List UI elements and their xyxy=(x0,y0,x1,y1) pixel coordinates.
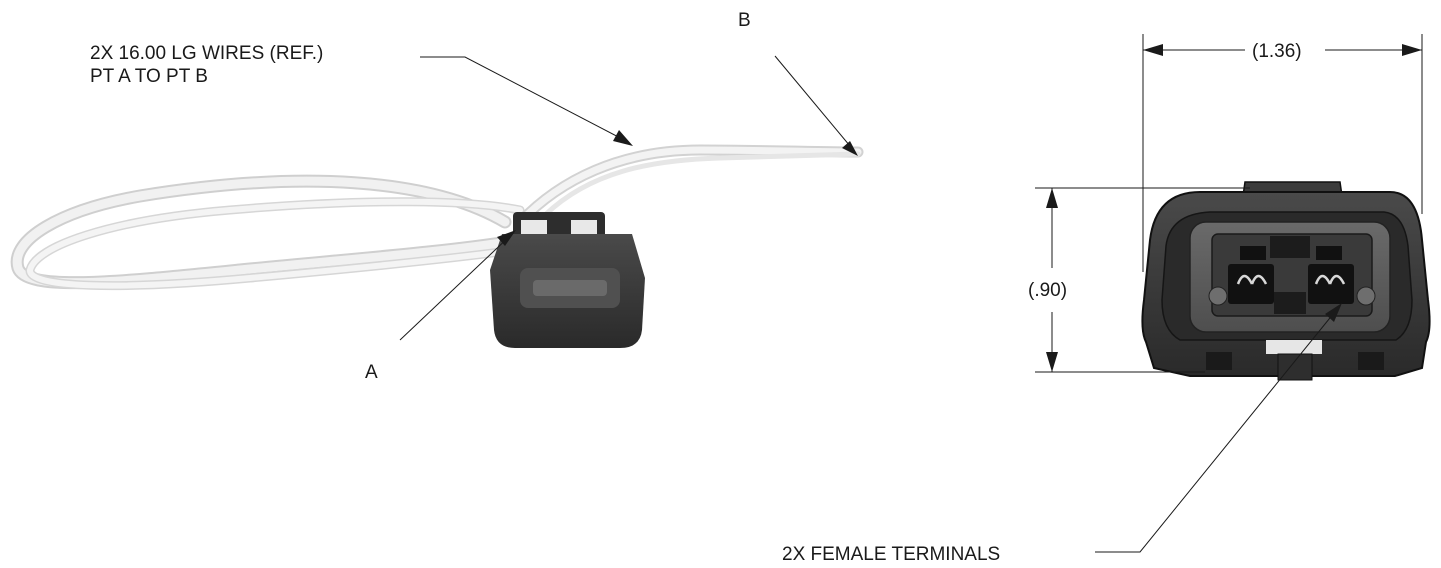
point-b-leader xyxy=(774,55,858,156)
wires-label-line2: PT A TO PT B xyxy=(90,66,208,87)
wires-label-line1: 2X 16.00 LG WIRES (REF.) xyxy=(90,43,323,64)
pigtail-connector xyxy=(490,212,645,348)
width-dimension-label: (1.36) xyxy=(1252,41,1302,62)
wires-leader xyxy=(420,56,633,146)
terminals-label: 2X FEMALE TERMINALS xyxy=(782,544,1000,565)
terminals-leader xyxy=(1095,303,1342,553)
point-a-label: A xyxy=(365,362,378,383)
connector-face-view xyxy=(1141,181,1431,381)
height-dimension xyxy=(1035,187,1250,373)
width-dimension xyxy=(1142,34,1423,272)
point-a-leader xyxy=(399,230,516,341)
point-b-label: B xyxy=(738,10,751,31)
height-dimension-label: (.90) xyxy=(1028,280,1067,301)
wire-pair xyxy=(10,144,864,291)
pigtail-photo xyxy=(10,144,864,348)
